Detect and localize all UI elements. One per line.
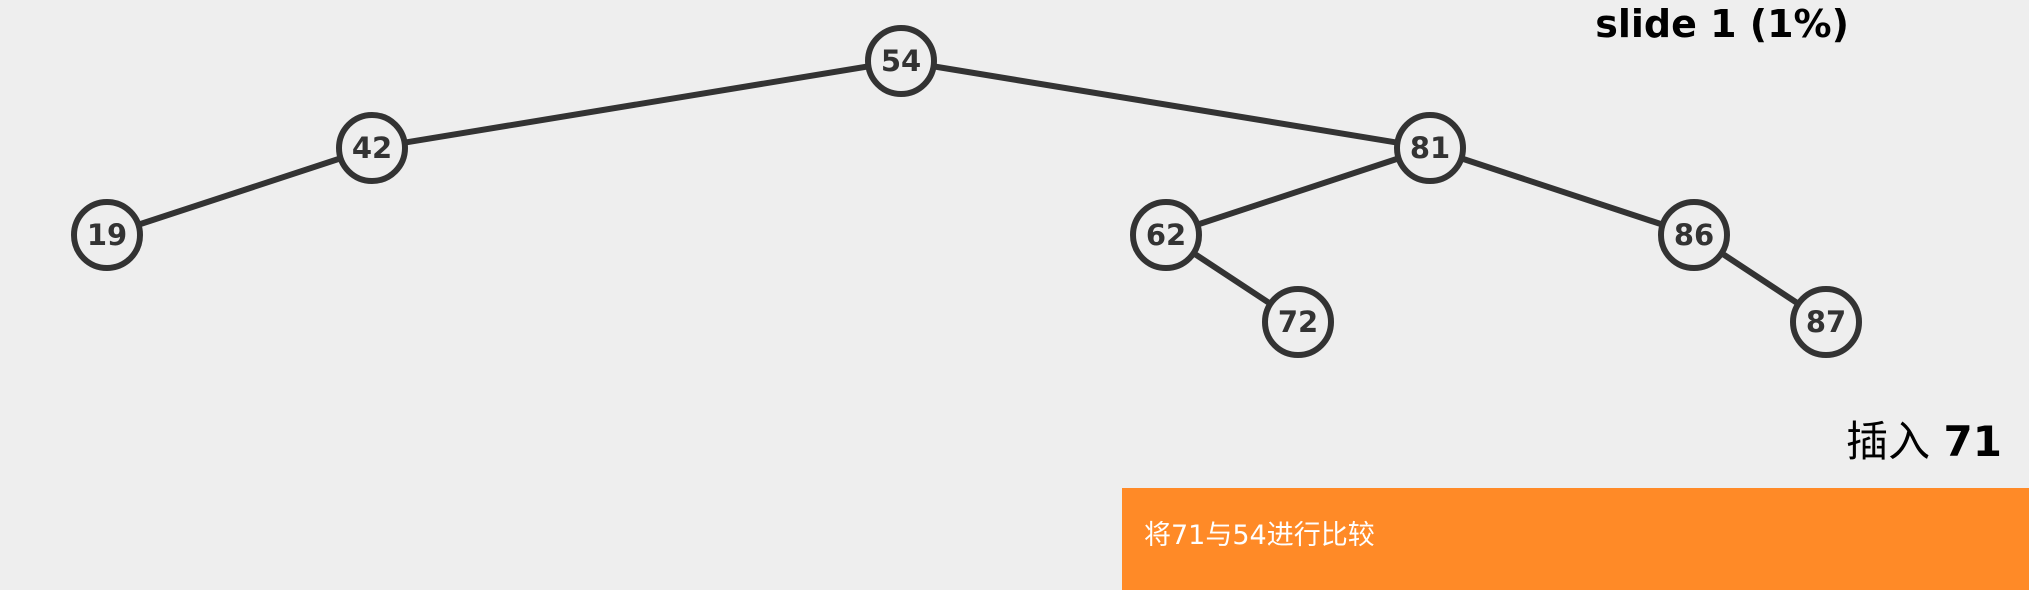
tree-node-54: 54 (865, 25, 937, 97)
tree-edge-81-86 (1427, 145, 1697, 238)
tree-node-72: 72 (1262, 286, 1334, 358)
tree-node-42: 42 (336, 112, 408, 184)
slide-status: slide 1 (1%) (1595, 2, 1849, 46)
operation-verb: 插入 (1846, 417, 1931, 466)
tree-node-87: 87 (1790, 286, 1862, 358)
operation-value: 71 (1943, 417, 2002, 466)
tree-node-label: 81 (1410, 131, 1450, 165)
tree-nodes: 54 42 81 19 62 86 72 87 (71, 25, 1862, 358)
tree-node-circle (336, 112, 408, 184)
tree-node-circle (865, 25, 937, 97)
tree-node-label: 19 (87, 218, 127, 252)
tree-node-label: 72 (1278, 305, 1318, 339)
tree-node-label: 54 (881, 44, 921, 78)
tree-node-label: 62 (1146, 218, 1186, 252)
tree-node-circle (1790, 286, 1862, 358)
tree-node-62: 62 (1130, 199, 1202, 271)
tree-node-19: 19 (71, 199, 143, 271)
tree-edges (104, 58, 1829, 325)
tree-node-circle (1394, 112, 1466, 184)
tree-node-circle (1658, 199, 1730, 271)
tree-node-label: 42 (352, 131, 392, 165)
tree-node-86: 86 (1658, 199, 1730, 271)
operation-title: 插入 71 (1846, 408, 2002, 469)
tree-node-81: 81 (1394, 112, 1466, 184)
tree-edge-54-81 (898, 58, 1433, 151)
tree-node-label: 87 (1806, 305, 1846, 339)
tree-node-label: 86 (1674, 218, 1714, 252)
tree-edge-81-62 (1163, 145, 1433, 238)
tree-node-circle (1130, 199, 1202, 271)
tree-node-circle (71, 199, 143, 271)
status-message-text: 将71与54进行比较 (1144, 520, 1375, 551)
tree-node-circle (1262, 286, 1334, 358)
status-message-panel: 将71与54进行比较 (1122, 488, 2029, 590)
tree-edge-54-42 (369, 58, 904, 151)
tree-edge-42-19 (104, 145, 375, 238)
